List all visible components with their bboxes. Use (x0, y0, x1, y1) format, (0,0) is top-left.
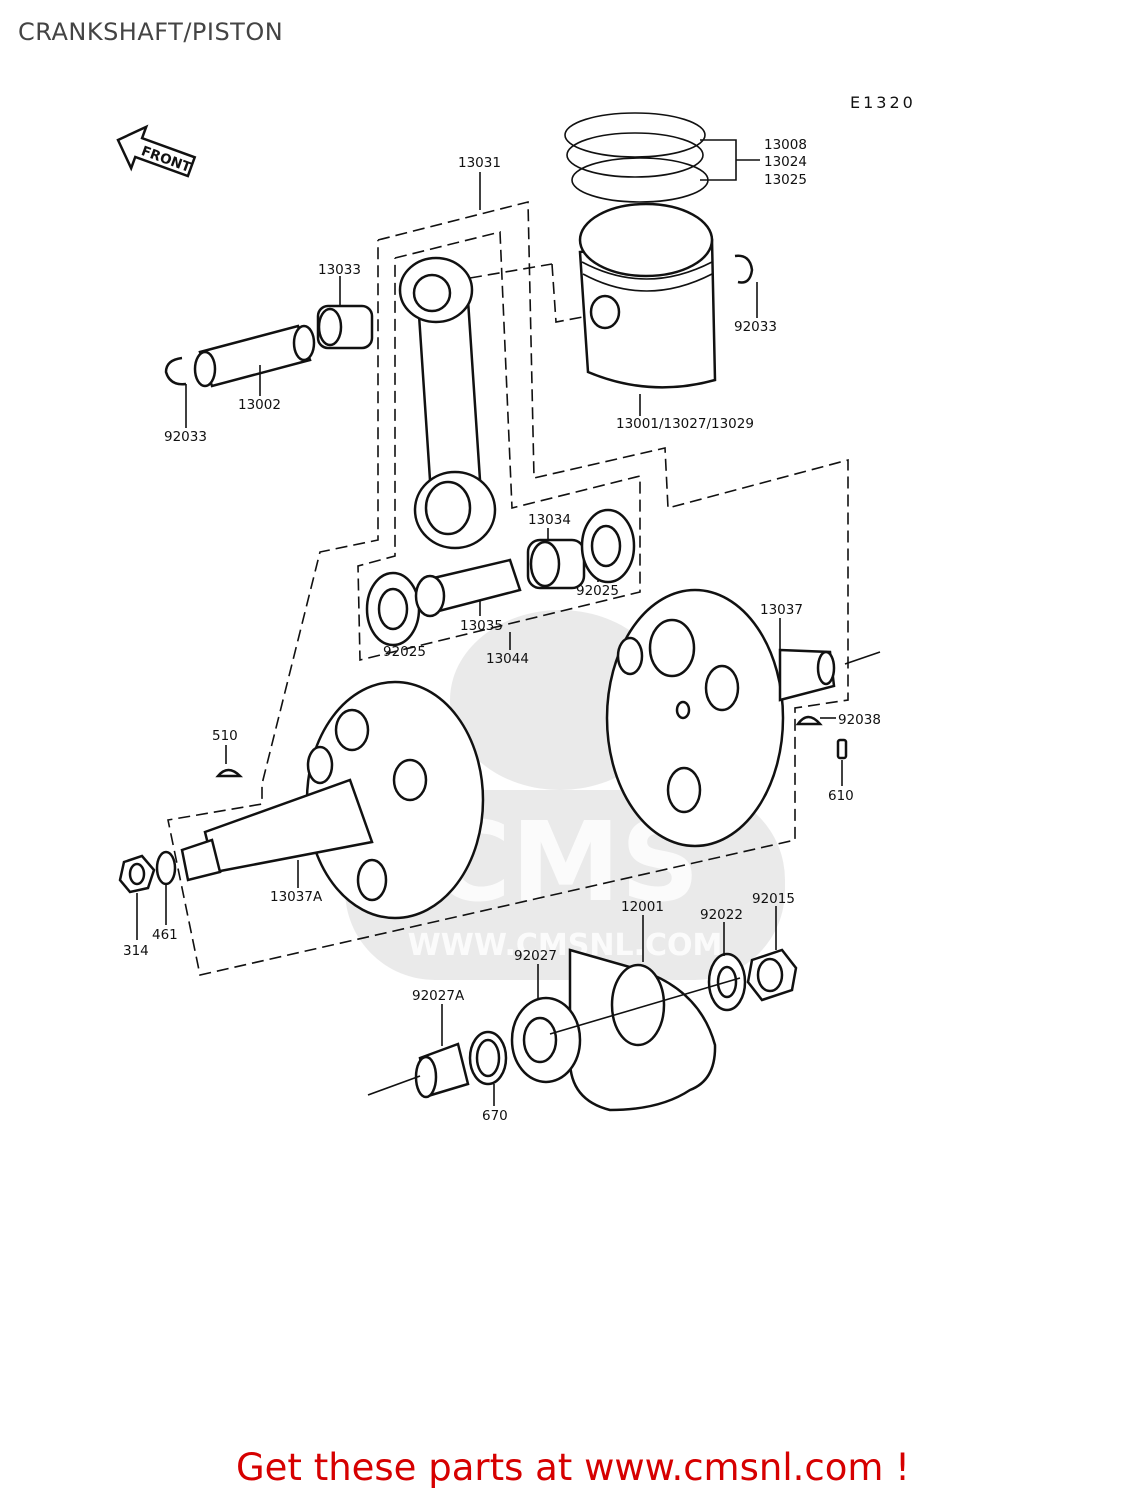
promo-link[interactable]: Get these parts at www.cmsnl.com ! (235, 1446, 910, 1489)
axis-line-gear (549, 977, 741, 1035)
plate (568, 948, 717, 1112)
label-13044: 13044 (486, 651, 529, 667)
watermark-url: WWW.CMSNL.COM (408, 928, 723, 963)
crankpin-outline (357, 230, 641, 662)
collar (414, 1042, 470, 1099)
label-92025-right: 92025 (576, 583, 619, 599)
piston (578, 202, 717, 389)
crank-half-right (605, 588, 836, 848)
label-670: 670 (482, 1108, 508, 1124)
circlip-left (164, 356, 187, 386)
label-92027A: 92027A (412, 988, 465, 1004)
label-13033: 13033 (318, 262, 361, 278)
label-13008: 13008 (764, 137, 807, 153)
promo-banner[interactable]: Get these parts at www.cmsnl.com ! (0, 1446, 1146, 1489)
label-13031: 13031 (458, 155, 501, 171)
label-13034: 13034 (528, 512, 571, 528)
label-13035: 13035 (460, 618, 503, 634)
label-610: 610 (828, 788, 854, 804)
label-510: 510 (212, 728, 238, 744)
dowel-pin (836, 738, 848, 760)
label-12001: 12001 (621, 899, 664, 915)
conrod-outline (167, 200, 849, 976)
axis-arrow-right (844, 651, 881, 665)
label-92027: 92027 (514, 948, 557, 964)
axis-line-piston (551, 263, 589, 323)
axis-arrow-left (367, 1075, 421, 1096)
diagram-code: E1320 (850, 93, 916, 112)
label-92033-right: 92033 (734, 319, 777, 335)
front-arrow-icon: FRONT (116, 124, 197, 178)
label-13037: 13037 (760, 602, 803, 618)
woodruff-key-right (795, 715, 823, 726)
parts-diagram: CMS WWW.CMSNL.COM FRONT (116, 112, 881, 1124)
label-92038: 92038 (838, 712, 881, 728)
big-end-bearing (526, 538, 586, 590)
page-title: CRANKSHAFT/PISTON (18, 18, 284, 46)
piston-rings (564, 112, 709, 203)
crank-pin (414, 558, 522, 618)
o-ring (468, 1030, 508, 1086)
label-92033-left: 92033 (164, 429, 207, 445)
label-92022: 92022 (700, 907, 743, 923)
nut-left (118, 854, 156, 894)
label-314: 314 (123, 943, 149, 959)
thrust-washer-right (580, 508, 636, 584)
label-92015: 92015 (752, 891, 795, 907)
gear (510, 996, 582, 1084)
circlip-right (734, 254, 754, 284)
axis-line-pin (469, 263, 553, 279)
label-13002: 13002 (238, 397, 281, 413)
connecting-rod (398, 256, 497, 550)
washer-nut (155, 850, 177, 886)
crank-half-left (180, 680, 485, 920)
woodruff-key-left (215, 768, 244, 778)
thrust-washer-left (365, 571, 421, 647)
label-13037A: 13037A (270, 889, 323, 905)
label-13025: 13025 (764, 172, 807, 188)
label-piston: 13001/13027/13029 (616, 416, 754, 432)
piston-pin (193, 324, 316, 388)
nut-right (746, 948, 798, 1002)
part-labels: 13008 13024 13025 13031 13033 13002 9203… (123, 137, 881, 1124)
label-13024: 13024 (764, 154, 807, 170)
label-461: 461 (152, 927, 178, 943)
small-end-bearing (316, 304, 374, 350)
label-92025-left: 92025 (383, 644, 426, 660)
leader-lines (136, 139, 843, 1106)
